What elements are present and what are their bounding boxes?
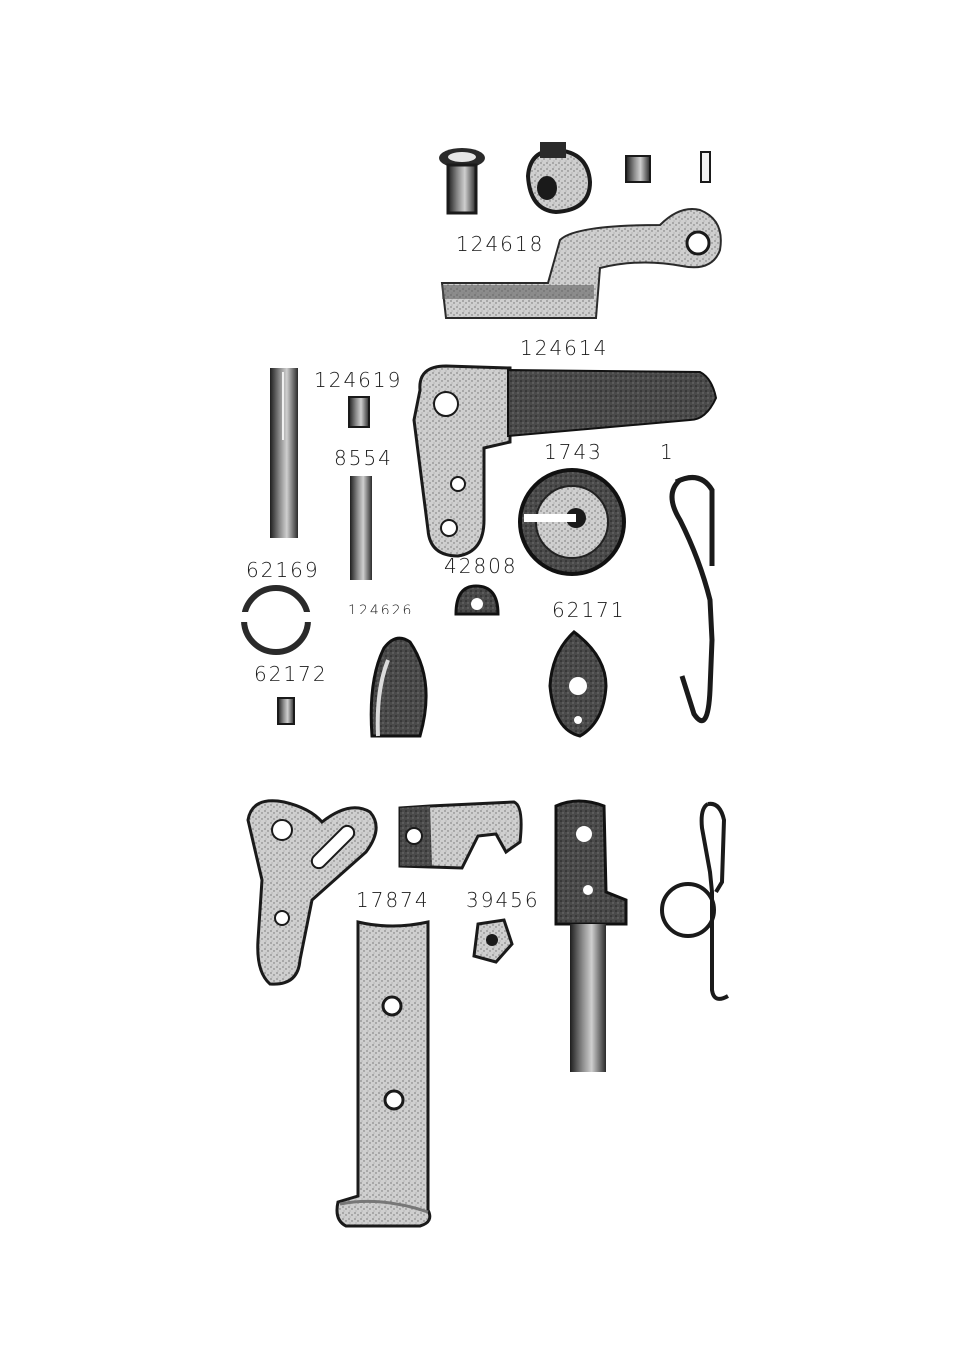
small-pin [701, 152, 710, 182]
label-42808: 42808 [444, 556, 518, 576]
long-rod [270, 368, 298, 538]
bushing-124619 [349, 397, 369, 427]
plate-17874 [337, 922, 430, 1226]
ring-62169 [236, 588, 316, 652]
label-17874: 17874 [356, 890, 430, 910]
label-62169: 62169 [246, 560, 320, 580]
label-1: 1 [660, 442, 675, 462]
label-8554: 8554 [334, 448, 393, 468]
label-1743: 1743 [544, 442, 603, 462]
label-39456: 39456 [466, 890, 540, 910]
screw-62172 [278, 698, 294, 724]
bracket-124618 [442, 209, 721, 318]
angled-clip [400, 802, 521, 868]
label-124626: 124626 [348, 604, 413, 614]
small-nut [626, 156, 650, 182]
nut-39456 [474, 920, 512, 962]
label-124614: 124614 [520, 338, 608, 358]
blade-124626 [371, 638, 426, 736]
wheel-1743 [520, 470, 624, 574]
label-62172: 62172 [254, 664, 328, 684]
label-124618: 124618 [456, 234, 544, 254]
wire-spring-1 [672, 478, 712, 721]
plate-62171 [550, 632, 606, 736]
post-with-shaft [556, 801, 626, 1072]
collar-with-screw [528, 142, 590, 212]
bushing-cup [439, 148, 485, 213]
label-62171: 62171 [552, 600, 626, 620]
pin-8554 [350, 476, 372, 580]
label-124619: 124619 [314, 370, 402, 390]
nut-42808 [456, 586, 498, 614]
wire-clip [662, 804, 728, 999]
